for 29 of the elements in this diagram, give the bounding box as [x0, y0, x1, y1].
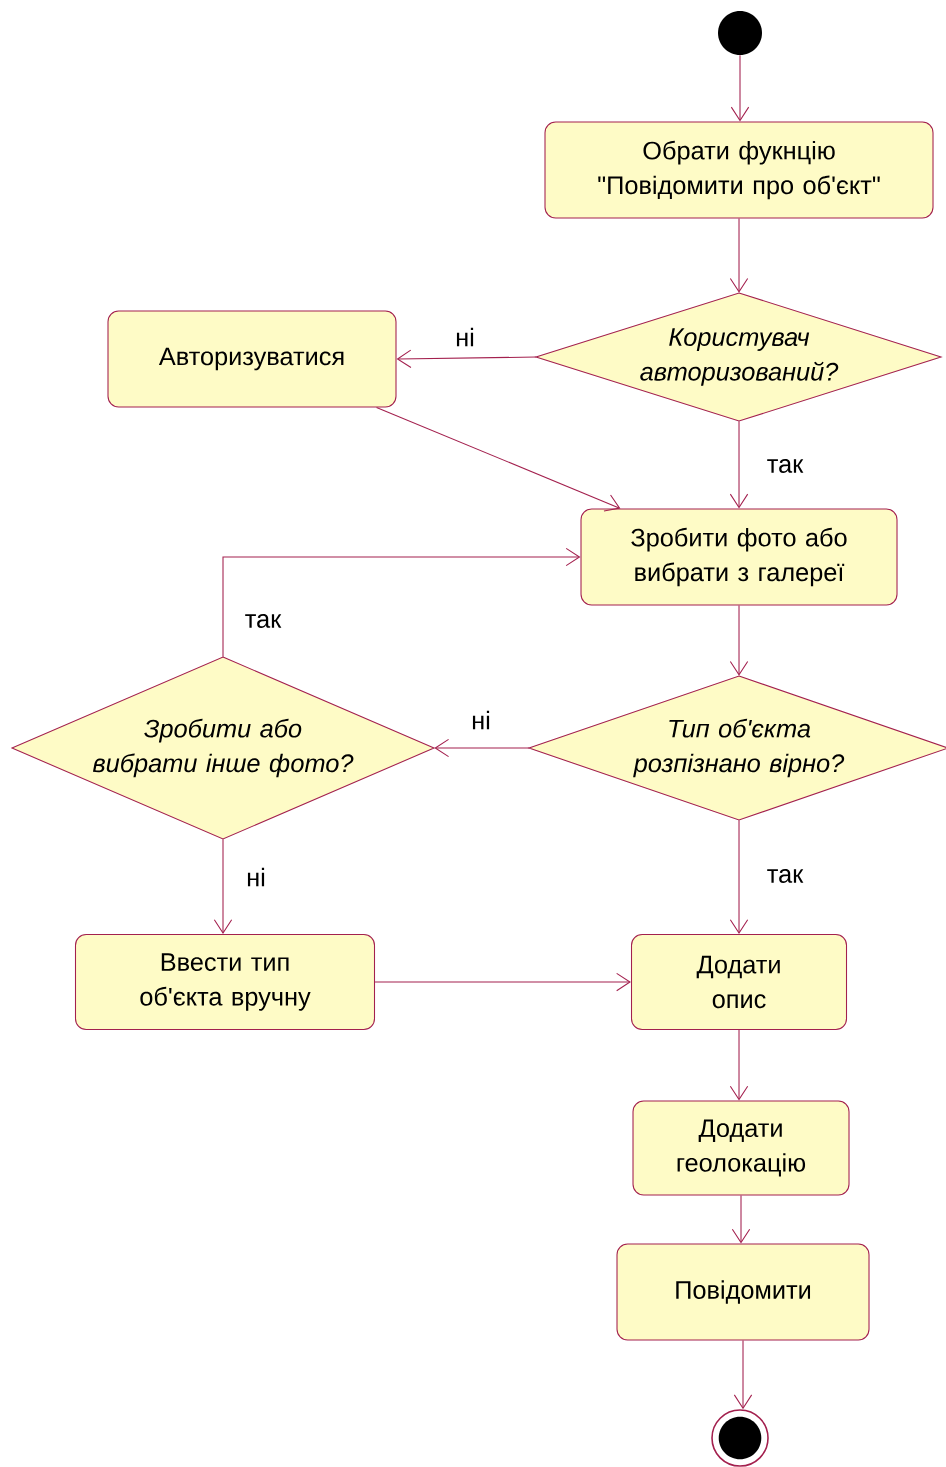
arrow — [729, 218, 749, 293]
arrow — [222, 547, 581, 658]
start-node — [718, 11, 762, 55]
arrow — [729, 1029, 749, 1101]
arrow — [434, 738, 530, 758]
action-box: Додати опис — [630, 933, 848, 1031]
arrow — [729, 819, 749, 934]
edge-label: ні — [472, 710, 490, 730]
action-box: Повідомити — [616, 1243, 870, 1341]
action-box: Зробити фото або вибрати з галереї — [580, 508, 898, 606]
edge-label: так — [767, 459, 804, 473]
arrow — [376, 407, 621, 512]
action-box: Ввести тип об'єкта вручну — [74, 933, 376, 1031]
arrow — [213, 838, 233, 934]
action-box: Додати геолокацію — [632, 1100, 850, 1196]
arrow — [396, 349, 537, 368]
arrow — [730, 54, 750, 122]
end-node — [711, 1409, 769, 1467]
edge-label: ні — [247, 867, 265, 887]
action-box: Авторизуватися — [107, 310, 397, 408]
arrow — [374, 972, 631, 992]
arrow — [731, 1195, 751, 1244]
edge-label: так — [245, 614, 282, 628]
arrow — [729, 605, 749, 676]
arrow — [729, 420, 749, 509]
arrow — [733, 1340, 753, 1410]
edge-label: ні — [456, 327, 474, 347]
action-box: Обрати фукнцію "Повідомити про об'єкт" — [544, 121, 934, 219]
edge-label: так — [767, 869, 804, 883]
